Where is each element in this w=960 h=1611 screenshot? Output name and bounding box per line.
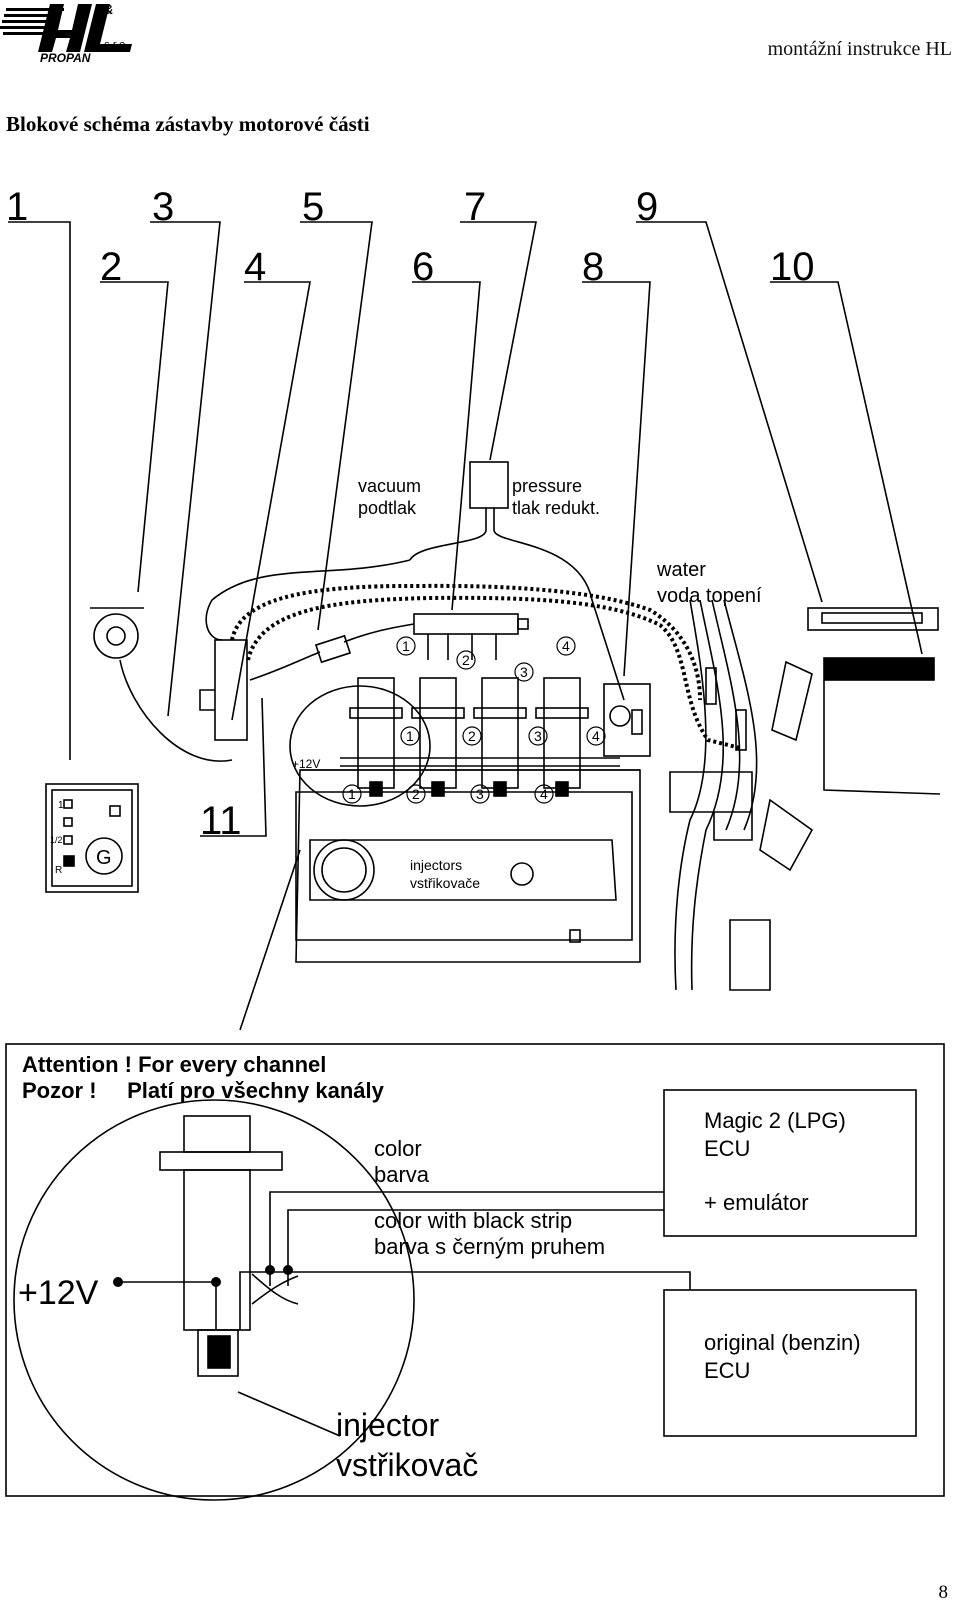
podtlak-label: podtlak [358,498,417,518]
rail-number-upper-4: 4 [562,638,570,654]
callout-1: 1 [6,185,28,229]
page-number: 8 [938,1582,949,1603]
callout-4: 4 [244,245,266,289]
plus12v-label: +12V [18,1274,99,1312]
injector-label: injector [336,1407,440,1443]
callout-3: 3 [152,185,174,229]
switch-level-r: R [55,865,62,876]
switch-g-label: G [96,847,112,869]
rail-number-mid-3: 3 [534,728,542,744]
ecu-lpg-line2: ECU [704,1136,750,1161]
rail-number-low-3: 3 [476,786,484,802]
rail-number-low-2: 2 [412,786,420,802]
detail-box [5,1043,945,1497]
tlak-redukt-label: tlak redukt. [512,498,600,518]
company-logo: & PROPAN s.r.o. [0,2,132,64]
svg-text:s.r.o.: s.r.o. [104,39,128,51]
callout-2: 2 [100,245,122,289]
plus12v-small-label: +12V [292,757,320,771]
svg-text:PROPAN: PROPAN [40,51,91,64]
ecu-original-box [663,1289,917,1437]
rail-number-mid-2: 2 [468,728,476,744]
barva-label: barva [374,1162,430,1187]
ecu-lpg-box [663,1089,917,1237]
section-title: Blokové schéma zástavby motorové části [6,112,370,136]
rail-number-upper-3: 3 [520,664,528,680]
rail-number-upper-2: 2 [462,652,470,668]
color-label: color [374,1136,422,1161]
ecu-lpg-line1: Magic 2 (LPG) [704,1108,846,1133]
callout-7: 7 [464,185,486,229]
ecu-lpg-line3: + emulátor [704,1190,809,1215]
attention-cz: Pozor ! Platí pro všechny kanály [22,1078,385,1103]
callout-5: 5 [302,185,324,229]
detail-circle [13,1099,415,1501]
voda-topeni-label: voda topení [657,585,762,607]
rail-number-upper-1: 1 [402,638,410,654]
callout-8: 8 [582,245,604,289]
vstrikovac-label: vstřikovač [336,1447,478,1483]
injectors-label: injectors [410,857,462,873]
switch-level-half: 1/2 [50,835,63,845]
strip-label-cz: barva s černým pruhem [374,1234,605,1259]
switch-level-1: 1 [58,800,64,811]
pressure-label: pressure [512,476,582,496]
callout-6: 6 [412,245,434,289]
callout-9: 9 [636,185,658,229]
document-title: montážní instrukce HL [767,38,952,60]
water-label: water [656,559,706,581]
vstrikovace-label: vstřikovače [410,875,480,891]
rail-number-low-1: 1 [348,786,356,802]
callout-10: 10 [770,245,815,289]
ecu-orig-line1: original (benzin) [704,1330,861,1355]
rail-number-low-4: 4 [540,786,548,802]
strip-label-en: color with black strip [374,1208,572,1233]
attention-en: Attention ! For every channel [22,1052,326,1077]
vacuum-label: vacuum [358,476,421,496]
callout-11: 11 [200,799,242,843]
svg-text:&: & [104,2,113,17]
rail-number-mid-1: 1 [406,728,414,744]
rail-number-mid-4: 4 [592,728,600,744]
ecu-orig-line2: ECU [704,1358,750,1383]
